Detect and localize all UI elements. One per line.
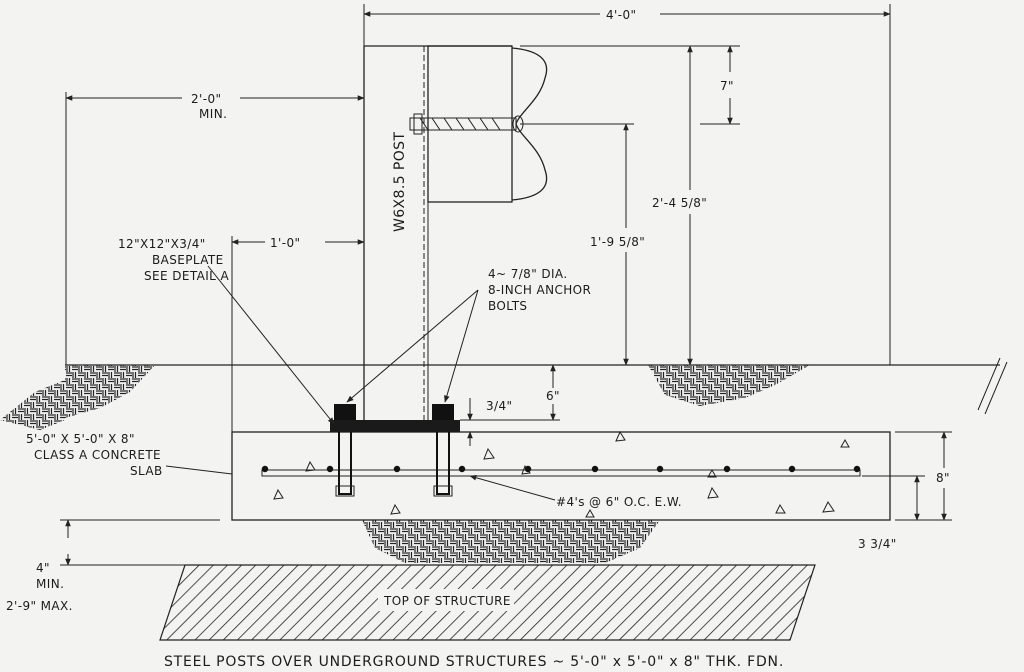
dimension-plate-offset-text: 1'-0" xyxy=(270,236,300,250)
dimension-clearance-min-text: 4" xyxy=(36,561,50,575)
structure-label-mask xyxy=(378,589,514,611)
baseplate-label-line2: BASEPLATE xyxy=(152,253,224,267)
dimension-slab-thickness-text: 8" xyxy=(936,471,950,485)
break-line xyxy=(977,357,1008,415)
aggregate-marks xyxy=(273,430,850,518)
bolts-label-line1: 4~ 7/8" DIA. xyxy=(488,267,568,281)
bolts-label-line2: 8-INCH ANCHOR xyxy=(488,283,591,297)
slab-label-line3: SLAB xyxy=(130,464,163,478)
dimension-post-height: 2'-4 5/8" xyxy=(652,45,707,366)
dimension-overall-width: 4'-0" xyxy=(363,4,891,365)
dimension-post-offset-note: MIN. xyxy=(199,107,227,121)
dimension-clearance-max-text: 2'-9" MAX. xyxy=(6,599,73,613)
drawing-caption: STEEL POSTS OVER UNDERGROUND STRUCTURES … xyxy=(164,654,784,670)
dimension-post-offset: 2'-0" MIN. xyxy=(65,92,365,365)
dimension-rebar-cover-text: 3 3/4" xyxy=(858,537,897,551)
dimension-rail-top: 7" xyxy=(520,45,740,125)
structure-label: TOP OF STRUCTURE xyxy=(383,594,511,608)
slab-label-line1: 5'-0" X 5'-0" X 8" xyxy=(26,432,135,446)
dimension-plate-thickness-text: 3/4" xyxy=(486,399,512,413)
rail-bolt xyxy=(409,113,524,135)
dimension-plate-to-grade-text: 6" xyxy=(546,389,560,403)
slab-callout: 5'-0" X 5'-0" X 8" CLASS A CONCRETE SLAB xyxy=(26,432,233,478)
rebar-label: #4's @ 6" O.C. E.W. xyxy=(556,495,682,509)
dimension-bolt-height-text: 1'-9 5/8" xyxy=(590,235,645,249)
slab-label-line2: CLASS A CONCRETE xyxy=(34,448,161,462)
anchor-bolt-right xyxy=(432,404,454,497)
bolts-label-line3: BOLTS xyxy=(488,299,527,313)
blockout xyxy=(427,45,513,203)
anchor-bolt-left xyxy=(334,404,356,497)
dimension-rail-top-text: 7" xyxy=(720,79,734,93)
base-plate xyxy=(330,420,460,432)
dimension-clearance-min-note: MIN. xyxy=(36,577,64,591)
dimension-slab-thickness: 8" xyxy=(895,431,952,521)
dimension-clearance: 4" MIN. 2'-9" MAX. xyxy=(6,519,220,613)
rebar-callout: #4's @ 6" O.C. E.W. xyxy=(469,475,682,509)
dimension-plate-offset: 1'-0" xyxy=(231,236,365,432)
baseplate-label-line1: 12"X12"X3/4" xyxy=(118,237,206,251)
baseplate-callout: 12"X12"X3/4" BASEPLATE SEE DETAIL A xyxy=(118,237,335,425)
dimension-overall-width-text: 4'-0" xyxy=(606,8,636,22)
dimension-bolt-height: 1'-9 5/8" xyxy=(520,123,645,366)
dimension-post-height-text: 2'-4 5/8" xyxy=(652,196,707,210)
dimension-plate-to-grade: 6" xyxy=(460,364,560,421)
rebar-mat xyxy=(261,469,861,477)
anchor-bolts-callout: 4~ 7/8" DIA. 8-INCH ANCHOR BOLTS xyxy=(346,267,591,403)
dimension-post-offset-text: 2'-0" xyxy=(191,92,221,106)
rebar-dots xyxy=(261,465,861,473)
dimension-plate-thickness: 3/4" xyxy=(467,398,512,446)
baseplate-label-line3: SEE DETAIL A xyxy=(144,269,229,283)
soil-hatching xyxy=(0,365,810,563)
post-label: W6X8.5 POST xyxy=(392,132,408,232)
dimension-rebar-cover: 3 3/4" xyxy=(858,475,925,551)
